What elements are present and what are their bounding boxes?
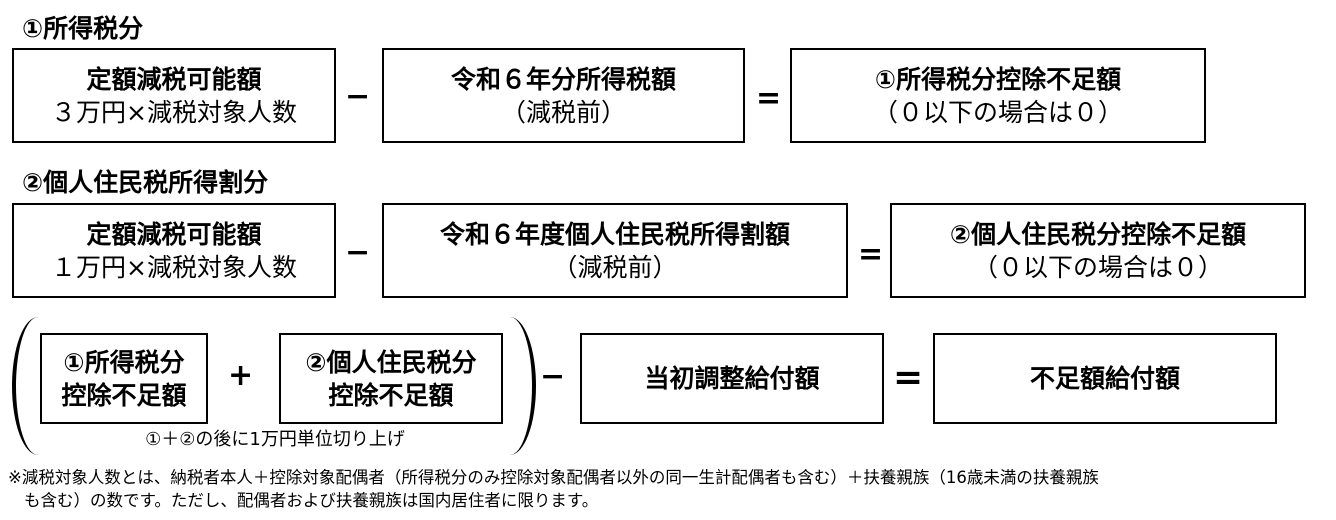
footnote-line1: ※減税対象人数とは、納税者本人＋控除対象配偶者（所得税分のみ控除対象配偶者以外の… [8,468,1099,487]
s3-equals-operator: = [893,357,924,398]
s2-box-b-sub: （減税前） [552,252,678,282]
s3-plus-operator: + [228,358,254,393]
section1-heading: ①所得税分 [22,14,144,43]
s3-box-d-title: 不足額給付額 [1029,364,1180,393]
s3-income-tax-shortfall-box: ①所得税分 控除不足額 [40,333,208,424]
s1-deduction-capacity-box: 定額減税可能額 ３万円×減税対象人数 [12,48,336,143]
s2-box-b-title: 令和６年度個人住民税所得割額 [439,219,790,249]
s2-equals-operator: = [858,237,884,272]
s1-box-b-sub: （減税前） [500,97,626,127]
s1-box-a-title: 定額減税可能額 [86,64,262,94]
s2-box-a-title: 定額減税可能額 [86,219,262,249]
s3-initial-adjustment-box: 当初調整給付額 [580,333,884,424]
s1-box-c-sub: （０以下の場合は０） [872,97,1123,127]
s3-minus-operator: − [540,359,566,394]
s1-minus-operator: − [345,79,371,114]
s2-deduction-capacity-box: 定額減税可能額 １万円×減税対象人数 [12,203,336,298]
s1-box-c-title: ①所得税分控除不足額 [874,64,1122,94]
s2-box-c-sub: （０以下の場合は０） [972,252,1223,282]
section2-heading: ②個人住民税所得割分 [22,168,269,197]
rounding-note: ①＋②の後に1万円単位切り上げ [145,429,405,450]
s2-shortfall-box: ②個人住民税分控除不足額 （０以下の場合は０） [890,203,1306,298]
s1-equals-operator: = [756,81,782,116]
s3-box-c-title: 当初調整給付額 [644,364,820,393]
s2-box-c-title: ②個人住民税分控除不足額 [949,219,1247,249]
footnote-line2: も含む）の数です。ただし、配偶者および扶養親族は国内居住者に限ります。 [24,491,599,510]
left-bracket [12,317,38,455]
s1-income-tax-box: 令和６年分所得税額 （減税前） [382,48,745,143]
s3-box-b-line2: 控除不足額 [328,380,454,410]
s2-minus-operator: − [345,235,371,270]
s3-shortfall-benefit-box: 不足額給付額 [933,333,1277,424]
s2-resident-tax-box: 令和６年度個人住民税所得割額 （減税前） [382,203,848,298]
s1-box-a-formula: ３万円×減税対象人数 [51,97,297,127]
s1-shortfall-box: ①所得税分控除不足額 （０以下の場合は０） [790,48,1206,143]
s2-box-a-formula: １万円×減税対象人数 [51,252,297,282]
s1-box-b-title: 令和６年分所得税額 [450,64,676,94]
s3-box-a-line2: 控除不足額 [61,380,187,410]
s3-box-a-line1: ①所得税分 [63,347,185,377]
right-bracket [510,317,536,455]
s3-box-b-line1: ②個人住民税分 [305,347,477,377]
s3-resident-tax-shortfall-box: ②個人住民税分 控除不足額 [279,333,503,424]
